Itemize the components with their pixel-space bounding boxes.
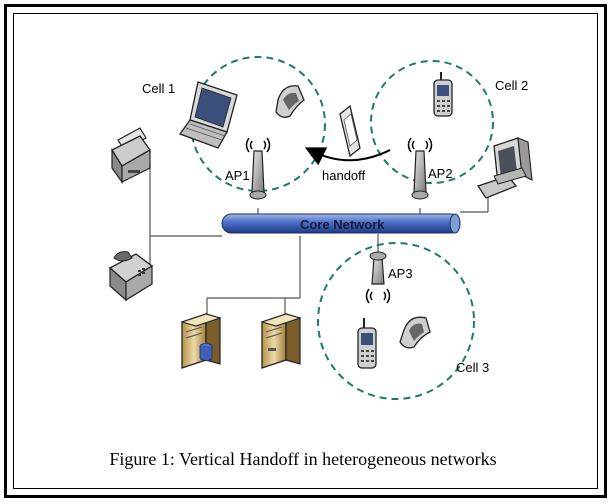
handoff-label: handoff	[322, 168, 366, 183]
ap2-label: AP2	[428, 166, 453, 181]
handoff-mobile-icon	[339, 104, 361, 158]
flip-phone-cell3-icon	[399, 316, 431, 349]
printer-icon	[111, 127, 151, 184]
cell-2-boundary	[370, 60, 494, 184]
ap3-label: AP3	[388, 266, 413, 281]
desktop-computer-icon	[476, 137, 533, 199]
cell-2-label: Cell 2	[495, 78, 528, 93]
ap1-label: AP1	[225, 168, 250, 183]
flip-phone-icon	[275, 85, 305, 118]
ap1-antenna-icon	[245, 137, 271, 200]
laptop-icon	[178, 81, 238, 149]
cell-3-label: Cell 3	[456, 360, 489, 375]
outer-frame	[4, 4, 607, 498]
core-network: Core Network	[221, 213, 461, 234]
cell-3-boundary	[317, 242, 475, 400]
handoff-arrow	[304, 147, 391, 166]
ap2-antenna-icon	[407, 137, 433, 200]
core-network-label: Core Network	[300, 217, 385, 232]
inner-frame	[13, 13, 598, 489]
ap3-antenna-icon	[365, 251, 391, 304]
mobile-phone-icon	[433, 72, 453, 117]
mobile-phone-cell3-icon	[357, 318, 377, 369]
fax-machine-icon	[108, 251, 154, 302]
wiring	[138, 162, 489, 318]
server-icon	[260, 313, 302, 369]
figure-caption: Figure 1: Vertical Handoff in heterogene…	[109, 449, 496, 469]
database-server-icon	[180, 313, 222, 369]
cell-1-label: Cell 1	[142, 81, 175, 96]
